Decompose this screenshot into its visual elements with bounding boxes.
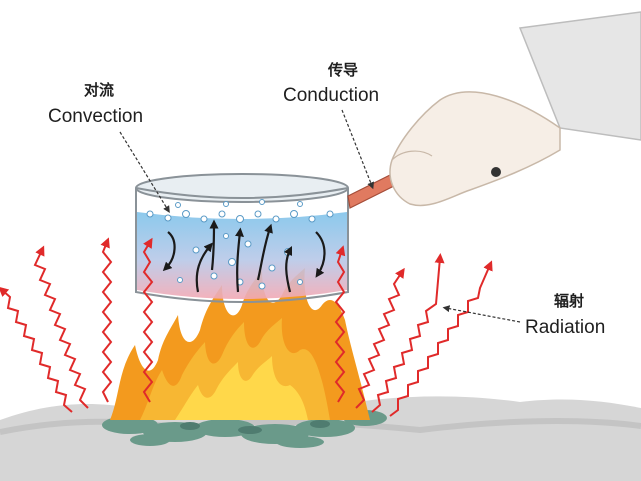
conduction-label-zh: 传导 bbox=[328, 61, 359, 79]
wavy-arrow-icon bbox=[100, 237, 113, 403]
saucepan-icon bbox=[135, 169, 407, 303]
convection-arrows bbox=[162, 219, 326, 293]
flame-icon bbox=[110, 268, 370, 420]
wavy-arrow-icon bbox=[389, 260, 493, 417]
wavy-arrow-icon bbox=[142, 237, 154, 403]
conduction-label-en: Conduction bbox=[283, 85, 380, 106]
wavy-arrow-icon bbox=[0, 286, 73, 413]
wavy-arrow-icon bbox=[33, 245, 89, 409]
wavy-arrow-icon bbox=[355, 267, 405, 409]
bubbles bbox=[146, 199, 334, 290]
conduction-pointer bbox=[341, 109, 374, 190]
wavy-arrow-icon bbox=[334, 245, 346, 403]
convection-label-zh: 对流 bbox=[84, 81, 115, 99]
radiation-pointer bbox=[442, 305, 521, 323]
radiation-label-en: Radiation bbox=[525, 317, 606, 338]
radiation-waves bbox=[0, 237, 493, 417]
convection-label-en: Convection bbox=[48, 106, 144, 127]
wavy-arrow-icon bbox=[371, 253, 445, 413]
hand-icon bbox=[389, 11, 641, 207]
radiation-label-zh: 辐射 bbox=[554, 292, 585, 310]
convection-pointer bbox=[119, 131, 170, 213]
